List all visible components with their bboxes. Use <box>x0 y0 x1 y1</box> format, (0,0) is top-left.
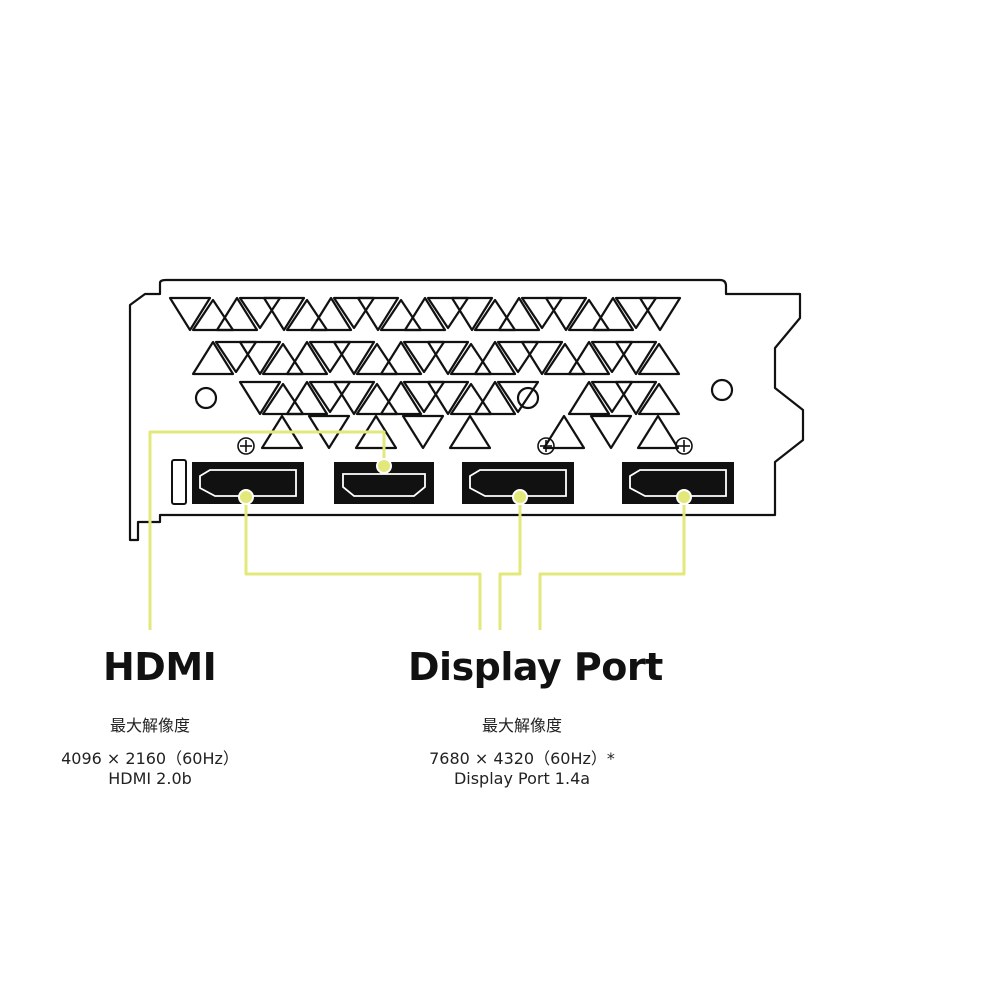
vent-triangle <box>379 380 423 416</box>
dp1-line <box>244 497 482 630</box>
vent-triangle <box>543 342 587 376</box>
displayport-spec: Display Port 1.4a <box>453 769 591 788</box>
vent-triangle <box>449 342 493 376</box>
vent-triangle <box>426 380 470 416</box>
vent-triangle <box>497 296 541 332</box>
vent-triangle <box>448 414 492 450</box>
vent-triangle <box>402 340 446 374</box>
mounting-hole <box>194 386 218 410</box>
screw-icon <box>537 437 555 455</box>
dp3-line <box>538 497 686 630</box>
led-slot <box>171 459 187 505</box>
vent-triangle <box>567 298 611 332</box>
vent-triangle <box>637 342 681 376</box>
vent-triangle <box>590 340 634 374</box>
vent-triangle <box>473 340 517 376</box>
vent-triangle <box>638 296 682 332</box>
vent-triangle <box>567 340 611 376</box>
screw-icon <box>237 437 255 455</box>
vent-triangle <box>496 340 540 374</box>
vent-triangle <box>214 340 258 374</box>
vent-triangle <box>261 382 305 416</box>
displayport-resolution: 7680 × 4320（60Hz）* <box>429 749 615 768</box>
vent-triangle <box>544 296 588 332</box>
vent-triangle <box>496 380 540 414</box>
vent-triangle <box>191 340 235 376</box>
vent-triangle <box>590 380 634 414</box>
vent-triangle <box>379 340 423 376</box>
vent-triangle <box>614 296 658 330</box>
vent-triangle <box>636 414 680 450</box>
vent-triangle <box>356 296 400 332</box>
vent-triangle <box>332 296 376 330</box>
hdmi-line <box>148 430 386 630</box>
vent-triangle <box>449 382 493 416</box>
vent-triangle <box>450 296 494 332</box>
vent-triangle <box>402 380 446 414</box>
vent-triangle <box>332 380 376 416</box>
vent-triangle <box>262 296 306 332</box>
connection-dot <box>376 458 392 474</box>
vent-triangle <box>379 298 423 332</box>
mounting-holes <box>194 378 734 410</box>
io-bracket <box>128 278 805 542</box>
connection-dots <box>238 458 692 505</box>
vent-triangle <box>355 382 399 416</box>
hdmi-title: HDMI <box>103 645 217 689</box>
vent-pattern <box>168 296 682 450</box>
vent-triangle <box>426 296 470 330</box>
vent-triangle <box>403 296 447 332</box>
vent-triangle <box>591 296 635 332</box>
mounting-hole <box>516 386 540 410</box>
vent-triangle <box>191 298 235 332</box>
displayport-caption: 最大解像度 <box>481 716 562 735</box>
displayport-title: Display Port <box>408 645 663 689</box>
ports <box>192 462 734 504</box>
vent-triangle <box>238 380 282 416</box>
vent-triangle <box>168 296 212 332</box>
vent-triangle <box>520 296 564 330</box>
vent-triangle <box>308 380 352 414</box>
vent-triangle <box>567 380 611 416</box>
mounting-hole <box>710 378 734 402</box>
vent-triangle <box>238 296 282 330</box>
vent-triangle <box>309 296 353 332</box>
vent-triangle <box>473 380 517 416</box>
connection-dot <box>238 489 254 505</box>
vent-triangle <box>473 298 517 332</box>
screw-icons <box>237 437 693 455</box>
vent-triangle <box>614 380 658 416</box>
vent-triangle <box>637 382 681 416</box>
vent-triangle <box>285 340 329 376</box>
hdmi-caption: 最大解像度 <box>109 716 190 735</box>
hdmi-resolution: 4096 × 2160（60Hz） <box>61 749 239 768</box>
vent-triangle <box>401 414 445 450</box>
vent-triangle <box>285 380 329 416</box>
connection-dot <box>676 489 692 505</box>
connector-lines <box>148 430 686 630</box>
vent-triangle <box>520 340 564 376</box>
vent-triangle <box>238 340 282 376</box>
screw-icon <box>675 437 693 455</box>
vent-triangle <box>542 414 586 450</box>
dp2-line <box>498 497 522 630</box>
vent-triangle <box>285 298 329 332</box>
vent-triangle <box>261 342 305 376</box>
vent-triangle <box>614 340 658 376</box>
vent-triangle <box>332 340 376 376</box>
vent-triangle <box>426 340 470 376</box>
connection-dot <box>512 489 528 505</box>
vent-triangle <box>355 342 399 376</box>
vent-triangle <box>589 414 633 450</box>
hdmi-spec: HDMI 2.0b <box>108 769 192 788</box>
vent-triangle <box>308 340 352 374</box>
vent-triangle <box>215 296 259 332</box>
